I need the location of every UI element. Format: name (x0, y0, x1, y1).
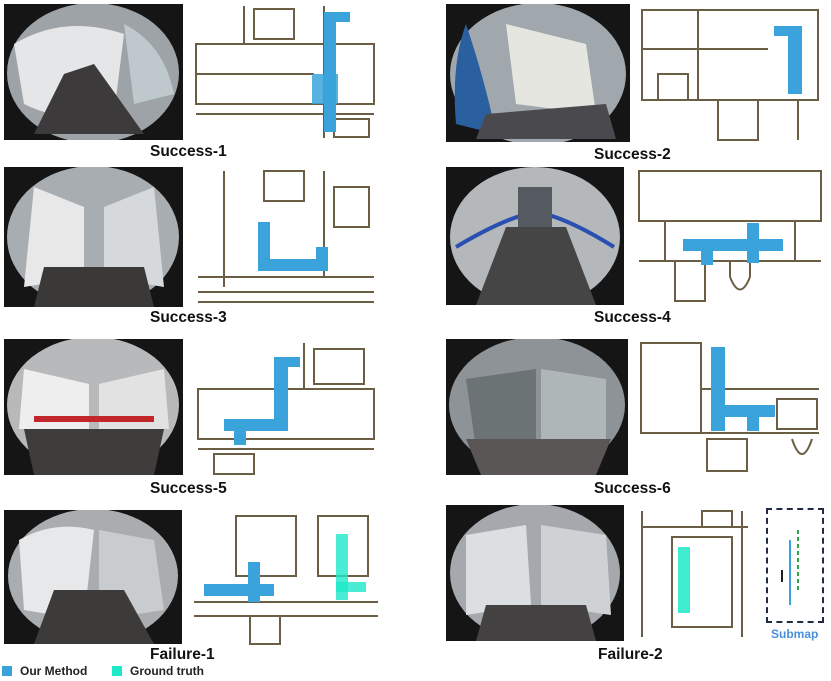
floorplan-map (194, 339, 376, 475)
submap-box (766, 508, 824, 623)
floorplan-map (638, 4, 824, 142)
floorplan-map (194, 4, 376, 140)
floorplan-map (635, 167, 825, 307)
panel-caption: Success-2 (594, 146, 671, 163)
panel-caption: Failure-2 (598, 646, 663, 663)
legend-swatch (112, 666, 122, 676)
fisheye-image (446, 505, 624, 641)
floorplan-map (637, 339, 823, 475)
legend-item-ground-truth: Ground truth (112, 664, 204, 678)
panel-caption: Success-5 (150, 480, 227, 497)
fisheye-image (4, 4, 183, 140)
panel-caption: Success-6 (594, 480, 671, 497)
submap-label: Submap (771, 627, 819, 641)
panel-caption: Success-4 (594, 309, 671, 326)
floorplan-map (190, 512, 382, 646)
fisheye-image (4, 510, 182, 644)
panel-caption: Success-1 (150, 143, 227, 160)
fisheye-image (446, 4, 630, 142)
fisheye-image (4, 167, 183, 307)
legend-item-our-method: Our Method (2, 664, 87, 678)
fisheye-image (446, 339, 628, 475)
legend-label: Our Method (20, 664, 88, 678)
panel-caption: Success-3 (150, 309, 227, 326)
fisheye-image (4, 339, 183, 475)
legend-swatch (2, 666, 12, 676)
panel-caption: Failure-1 (150, 646, 215, 663)
legend-label: Ground truth (130, 664, 204, 678)
floorplan-map (632, 507, 758, 641)
fisheye-image (446, 167, 624, 305)
floorplan-map (194, 167, 376, 307)
